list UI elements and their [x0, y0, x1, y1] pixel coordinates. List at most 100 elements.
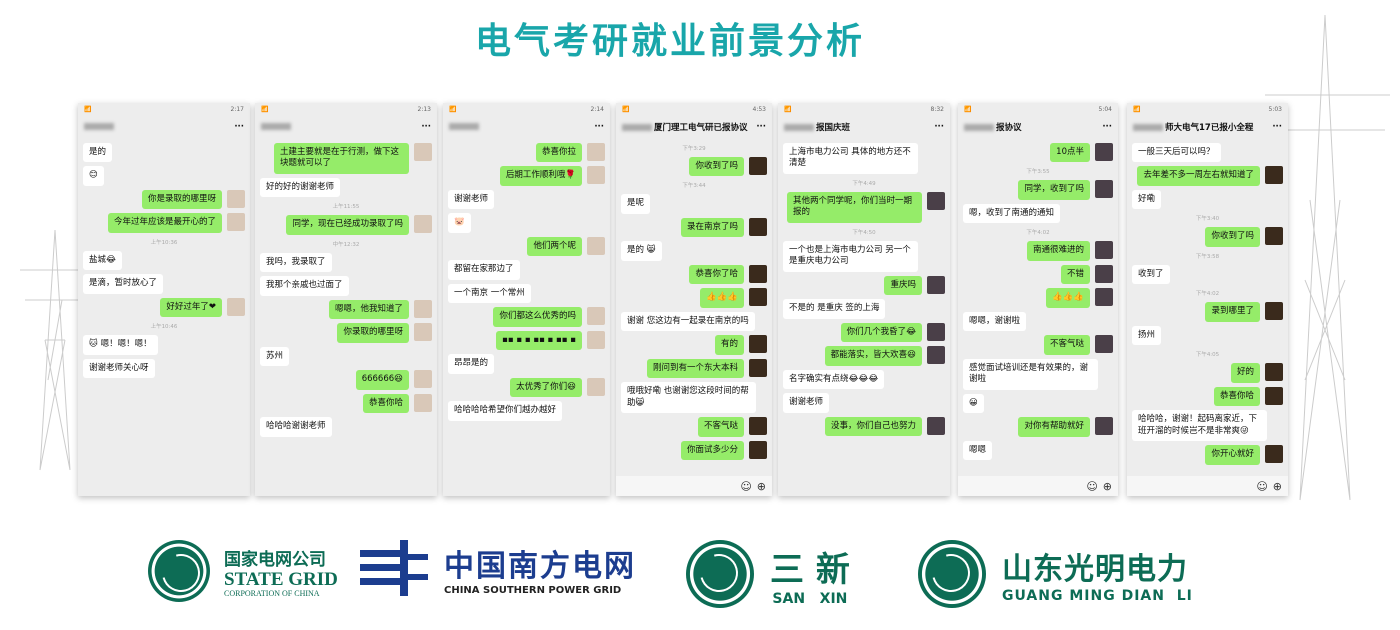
message-row: 土建主要就是在于行测，做下这块题就可以了 [260, 143, 432, 174]
avatar [587, 377, 605, 396]
more-icon[interactable]: ··· [421, 122, 431, 132]
sent-message: 嗯嗯，他我知道了 [328, 299, 409, 320]
received-message: 谢谢 您这边有一起录在南京的吗 [621, 311, 755, 332]
chat-title [261, 122, 293, 132]
avatar [749, 288, 767, 307]
avatar [749, 335, 767, 354]
chat-title: 报协议 [964, 121, 1022, 133]
emoji-icon[interactable]: ☺ [1256, 479, 1268, 493]
message-row: 是的 [83, 143, 245, 163]
blurred-name [449, 123, 479, 130]
chat-header: 师大电气17已报小全程··· [1127, 117, 1288, 137]
received-message: 谢谢老师 [783, 393, 830, 413]
chat-screenshot: 📶2:13···土建主要就是在于行测，做下这块题就可以了好的好的谢谢老师上午11… [255, 103, 437, 496]
input-bar[interactable]: ☺⊕ [1127, 476, 1288, 496]
chat-header: ··· [78, 117, 250, 137]
message-row: 谢谢 您这边有一起录在南京的吗 [621, 311, 767, 332]
received-message: 是呢 [621, 194, 651, 214]
sent-message: 你录取的哪里呀 [337, 323, 409, 343]
status-time: 5:03 [1268, 106, 1282, 113]
status-bar: 📶2:14 [443, 103, 610, 117]
received-message: 是的 😸 [621, 241, 662, 261]
chat-title [84, 122, 116, 132]
more-icon[interactable]: ··· [1102, 122, 1112, 132]
status-bar: 📶4:53 [616, 103, 772, 117]
message-row: 👍👍👍 [963, 288, 1113, 308]
received-message: 谢谢老师关心呀 [83, 358, 155, 379]
avatar [227, 189, 245, 208]
chat-title-text: 报国庆班 [816, 123, 851, 133]
sent-message: 10点半 [1050, 143, 1090, 163]
avatar [749, 358, 767, 377]
message-row: 去年差不多一周左右就知道了 [1132, 166, 1283, 186]
more-icon[interactable]: ··· [756, 122, 766, 132]
message-row: 一般三天后可以吗？ [1132, 143, 1283, 163]
emoji-icon[interactable]: ☺ [1086, 479, 1098, 493]
message-row: 同学，收到了吗 [963, 180, 1113, 200]
sent-message: 录在南京了吗 [680, 217, 744, 238]
plus-icon[interactable]: ⊕ [756, 479, 766, 493]
blurred-name [622, 124, 652, 131]
message-row: 嗯嗯，谢谢啦 [963, 311, 1113, 332]
sent-message: 你是录取的哪里呀 [141, 189, 222, 210]
sent-message: 👍👍👍 [1046, 288, 1090, 308]
message-row: 盐城😂 [83, 250, 245, 271]
received-message: 哈哈哈谢谢老师 [260, 417, 332, 437]
sanxin-seal-icon [686, 540, 754, 608]
page-title: 电气考研就业前景分析 [474, 21, 865, 62]
avatar [927, 191, 945, 210]
message-timestamp: 下午4:02 [1026, 230, 1050, 237]
message-row: 你收到了吗 [1132, 227, 1283, 247]
status-bar: 📶8:32 [778, 103, 950, 117]
input-bar[interactable]: ☺⊕ [616, 476, 772, 496]
chat-header: 报协议 ··· [958, 117, 1118, 137]
message-row: 其他两个同学呢，你们当时一期报的 [783, 191, 945, 223]
received-message: 哈哈哈，谢谢！起码离家近，下班开溜的时候岂不是非常爽😜 [1132, 410, 1267, 442]
southern-grid-cn: 中国南方电网 [444, 548, 636, 584]
avatar [414, 299, 432, 318]
sent-message: 你收到了吗 [1205, 227, 1260, 247]
more-icon[interactable]: ··· [234, 122, 244, 132]
message-row: 都留在家那边了 [448, 260, 605, 280]
message-timestamp: 中午12:32 [332, 241, 360, 248]
input-bar[interactable]: ☺⊕ [958, 476, 1118, 496]
avatar [414, 370, 432, 389]
received-message: 😀 [963, 393, 984, 414]
received-message: 上海市电力公司 具体的地方还不清楚 [783, 143, 918, 174]
message-row: 后期工作顺利哦🌹 [448, 166, 605, 186]
message-row: 你收到了吗 [621, 157, 767, 177]
status-bar: 📶5:03 [1127, 103, 1288, 117]
received-message: 一个也是上海市电力公司 另一个是重庆电力公司 [783, 240, 918, 272]
message-row: 嗯，收到了南通的通知 [963, 203, 1113, 224]
plus-icon[interactable]: ⊕ [1272, 479, 1282, 493]
emoji-icon[interactable]: ☺ [740, 479, 752, 493]
sanxin-en: SAN XIN [772, 590, 848, 607]
status-time: 2:13 [417, 106, 431, 113]
message-row: 太优秀了你们😆 [448, 377, 605, 398]
avatar [1095, 241, 1113, 260]
avatar [749, 417, 767, 436]
blurred-name [261, 123, 291, 130]
avatar [1095, 417, 1113, 436]
message-row: 昂昂是的 [448, 354, 605, 374]
message-row: 嗯嗯 [963, 440, 1113, 461]
more-icon[interactable]: ··· [594, 122, 604, 132]
avatar [927, 346, 945, 365]
blurred-name [1133, 124, 1163, 131]
plus-icon[interactable]: ⊕ [1102, 479, 1112, 493]
message-timestamp: 下午4:05 [1195, 352, 1220, 359]
more-icon[interactable]: ··· [1272, 122, 1282, 132]
avatar [1095, 264, 1113, 283]
more-icon[interactable]: ··· [934, 122, 944, 132]
message-row: 一个南京 一个常州 [448, 283, 605, 304]
message-row: 好的好的谢谢老师 [260, 177, 432, 198]
message-row: 哈哈哈哈希望你们越办越好 [448, 401, 605, 421]
message-row: 苏州 [260, 346, 432, 367]
chat-header: ··· [443, 117, 610, 137]
sent-message: 同学，现在已经成功录取了吗 [286, 215, 409, 235]
received-message: 一个南京 一个常州 [448, 283, 531, 304]
message-row: 我那个亲戚也过面了 [260, 276, 432, 296]
message-row: 同学，现在已经成功录取了吗 [260, 215, 432, 235]
